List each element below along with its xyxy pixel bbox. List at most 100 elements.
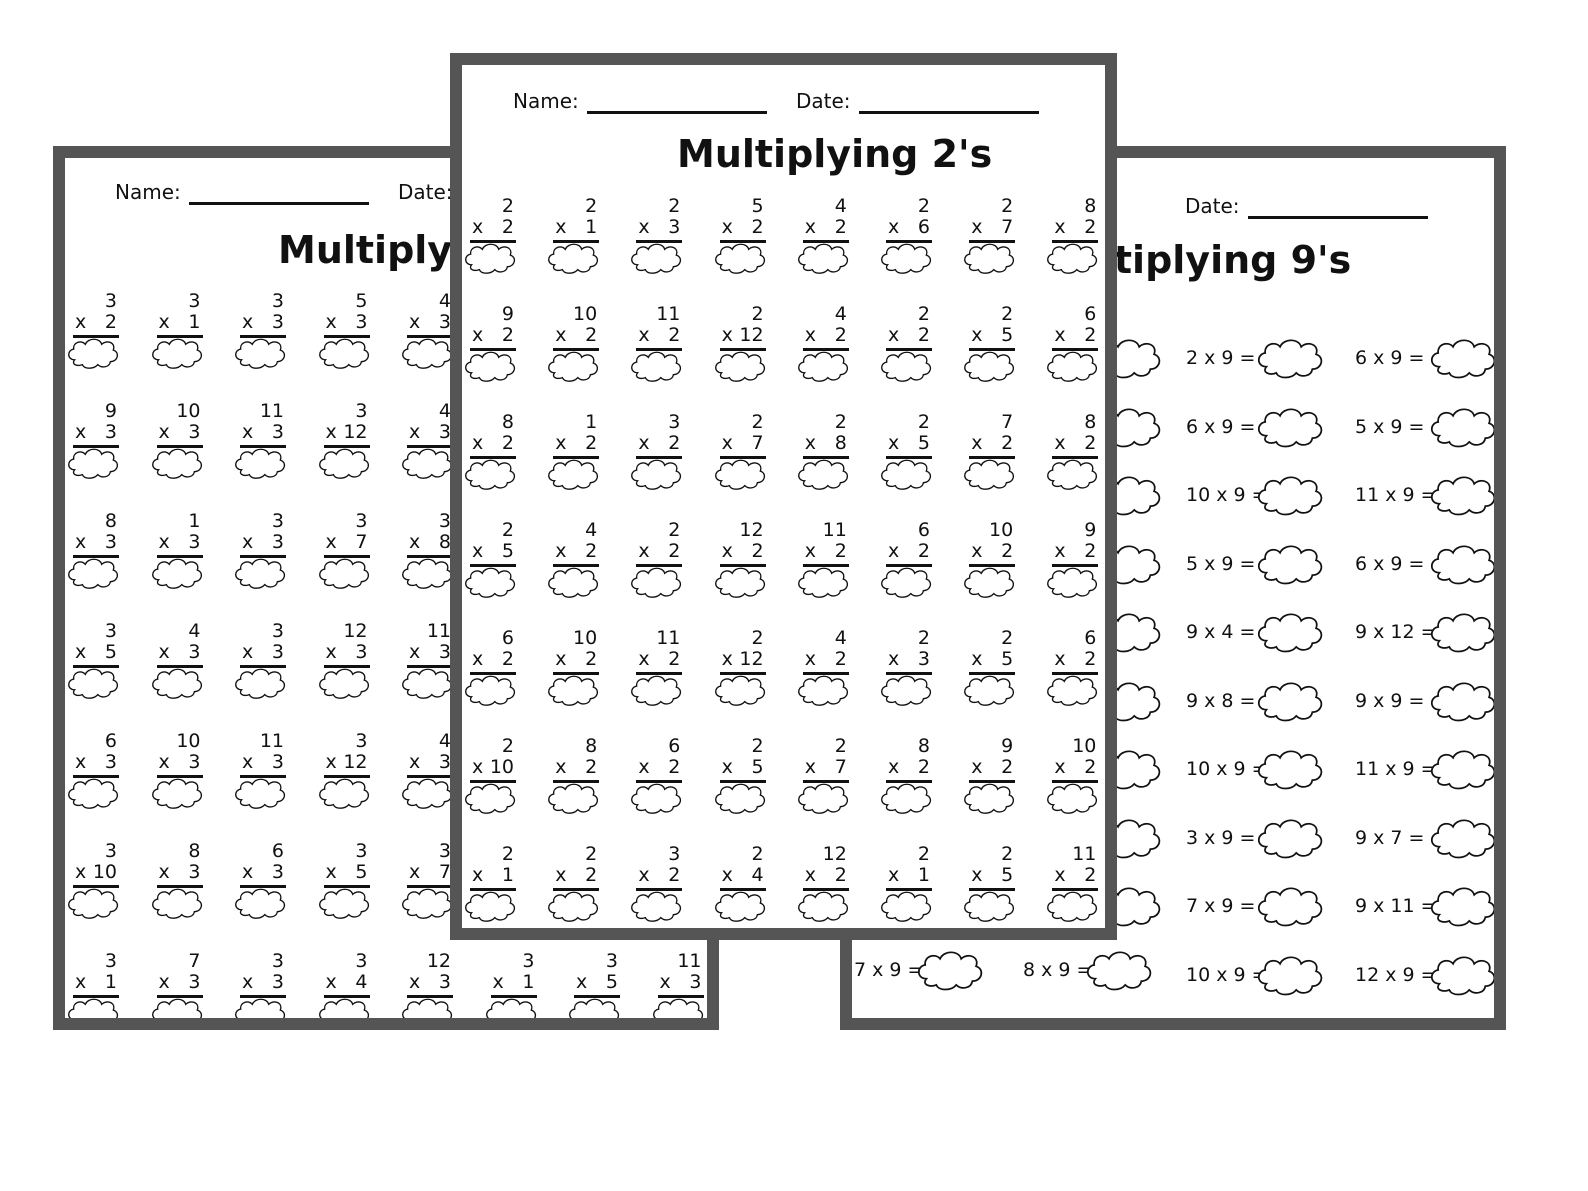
cloud-icon[interactable] [650,994,706,1030]
cloud-icon[interactable] [399,994,455,1030]
cloud-icon[interactable] [961,347,1017,385]
cloud-icon[interactable] [65,994,121,1030]
cloud-icon[interactable] [65,554,121,592]
cloud-icon[interactable] [462,347,518,385]
cloud-icon[interactable] [1044,347,1100,385]
cloud-icon[interactable] [1254,334,1326,382]
cloud-icon[interactable] [316,774,372,812]
cloud-icon[interactable] [149,554,205,592]
cloud-icon[interactable] [1427,814,1499,862]
cloud-icon[interactable] [961,455,1017,493]
cloud-icon[interactable] [232,884,288,922]
cloud-icon[interactable] [795,455,851,493]
cloud-icon[interactable] [462,671,518,709]
cloud-icon[interactable] [878,455,934,493]
cloud-icon[interactable] [149,774,205,812]
cloud-icon[interactable] [483,994,539,1030]
cloud-icon[interactable] [399,444,455,482]
cloud-icon[interactable] [232,664,288,702]
cloud-icon[interactable] [65,334,121,372]
cloud-icon[interactable] [316,334,372,372]
cloud-icon[interactable] [399,334,455,372]
cloud-icon[interactable] [462,239,518,277]
cloud-icon[interactable] [316,994,372,1030]
cloud-icon[interactable] [545,347,601,385]
cloud-icon[interactable] [566,994,622,1030]
cloud-icon[interactable] [1254,403,1326,451]
cloud-icon[interactable] [316,444,372,482]
cloud-icon[interactable] [1044,671,1100,709]
cloud-icon[interactable] [1254,677,1326,725]
cloud-icon[interactable] [462,887,518,925]
cloud-icon[interactable] [1044,779,1100,817]
cloud-icon[interactable] [1427,745,1499,793]
cloud-icon[interactable] [1427,882,1499,930]
cloud-icon[interactable] [1254,608,1326,656]
cloud-icon[interactable] [712,563,768,601]
cloud-icon[interactable] [545,239,601,277]
cloud-icon[interactable] [1044,455,1100,493]
cloud-icon[interactable] [878,887,934,925]
cloud-icon[interactable] [316,554,372,592]
cloud-icon[interactable] [399,884,455,922]
cloud-icon[interactable] [1254,882,1326,930]
cloud-icon[interactable] [1427,608,1499,656]
cloud-icon[interactable] [1427,334,1499,382]
cloud-icon[interactable] [628,671,684,709]
cloud-icon[interactable] [399,554,455,592]
cloud-icon[interactable] [149,884,205,922]
cloud-icon[interactable] [795,779,851,817]
cloud-icon[interactable] [1254,951,1326,999]
cloud-icon[interactable] [545,779,601,817]
cloud-icon[interactable] [399,774,455,812]
cloud-icon[interactable] [628,239,684,277]
cloud-icon[interactable] [462,455,518,493]
cloud-icon[interactable] [712,347,768,385]
cloud-icon[interactable] [961,563,1017,601]
cloud-icon[interactable] [316,664,372,702]
cloud-icon[interactable] [961,779,1017,817]
cloud-icon[interactable] [399,664,455,702]
cloud-icon[interactable] [149,444,205,482]
cloud-icon[interactable] [712,455,768,493]
cloud-icon[interactable] [961,671,1017,709]
cloud-icon[interactable] [1427,677,1499,725]
cloud-icon[interactable] [628,563,684,601]
cloud-icon[interactable] [1427,951,1499,999]
cloud-icon[interactable] [65,884,121,922]
cloud-icon[interactable] [795,239,851,277]
cloud-icon[interactable] [1427,471,1499,519]
cloud-icon[interactable] [1044,563,1100,601]
cloud-icon[interactable] [1044,887,1100,925]
cloud-icon[interactable] [462,563,518,601]
cloud-icon[interactable] [878,671,934,709]
cloud-icon[interactable] [462,779,518,817]
cloud-icon[interactable] [712,779,768,817]
cloud-icon[interactable] [712,887,768,925]
cloud-icon[interactable] [628,887,684,925]
cloud-icon[interactable] [795,347,851,385]
cloud-icon[interactable] [1254,540,1326,588]
cloud-icon[interactable] [1254,814,1326,862]
cloud-icon[interactable] [545,563,601,601]
cloud-icon[interactable] [149,994,205,1030]
cloud-icon[interactable] [149,334,205,372]
cloud-icon[interactable] [878,779,934,817]
cloud-icon[interactable] [795,563,851,601]
cloud-icon[interactable] [65,774,121,812]
cloud-icon[interactable] [961,887,1017,925]
cloud-icon[interactable] [628,347,684,385]
cloud-icon[interactable] [1044,239,1100,277]
cloud-icon[interactable] [316,884,372,922]
cloud-icon[interactable] [232,334,288,372]
cloud-icon[interactable] [65,664,121,702]
cloud-icon[interactable] [1427,540,1499,588]
cloud-icon[interactable] [232,554,288,592]
cloud-icon[interactable] [1254,745,1326,793]
cloud-icon[interactable] [1254,471,1326,519]
cloud-icon[interactable] [878,347,934,385]
cloud-icon[interactable] [545,455,601,493]
cloud-icon[interactable] [878,239,934,277]
cloud-icon[interactable] [914,946,986,994]
cloud-icon[interactable] [878,563,934,601]
